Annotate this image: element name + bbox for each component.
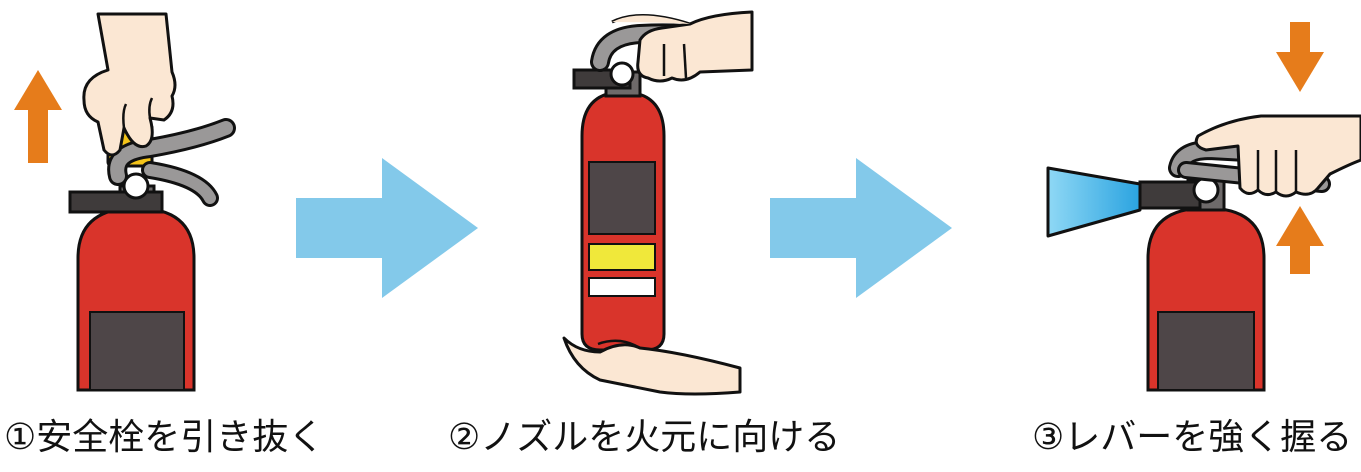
up-arrow-icon [14,70,62,163]
step-arrow-icon [770,158,952,298]
down-arrow-icon [1276,22,1324,92]
lower-hand [562,336,742,396]
warning-sticker [588,243,656,271]
step-3-illustration [1046,22,1361,392]
extinguisher-label-panel [89,311,185,391]
upper-hand [611,10,754,83]
up-arrow-icon [1276,206,1324,274]
extinguisher-label-panel [1157,311,1255,391]
spray-icon [1046,166,1142,238]
extinguisher-label-panel [588,161,656,235]
hand [1194,114,1361,198]
extinguisher-nozzle [68,190,164,214]
hand [82,12,177,157]
step-3-caption: ③レバーを強く握る [1032,417,1353,458]
extinguisher-nozzle [1138,180,1202,210]
step-1-illustration [14,12,236,392]
instruction-sticker [588,277,656,297]
step-2-illustration [562,10,754,396]
step-2-caption: ②ノズルを火元に向ける [448,417,841,458]
step-1-caption: ①安全栓を引き抜く [4,417,325,458]
step-arrow-icon [296,158,478,298]
